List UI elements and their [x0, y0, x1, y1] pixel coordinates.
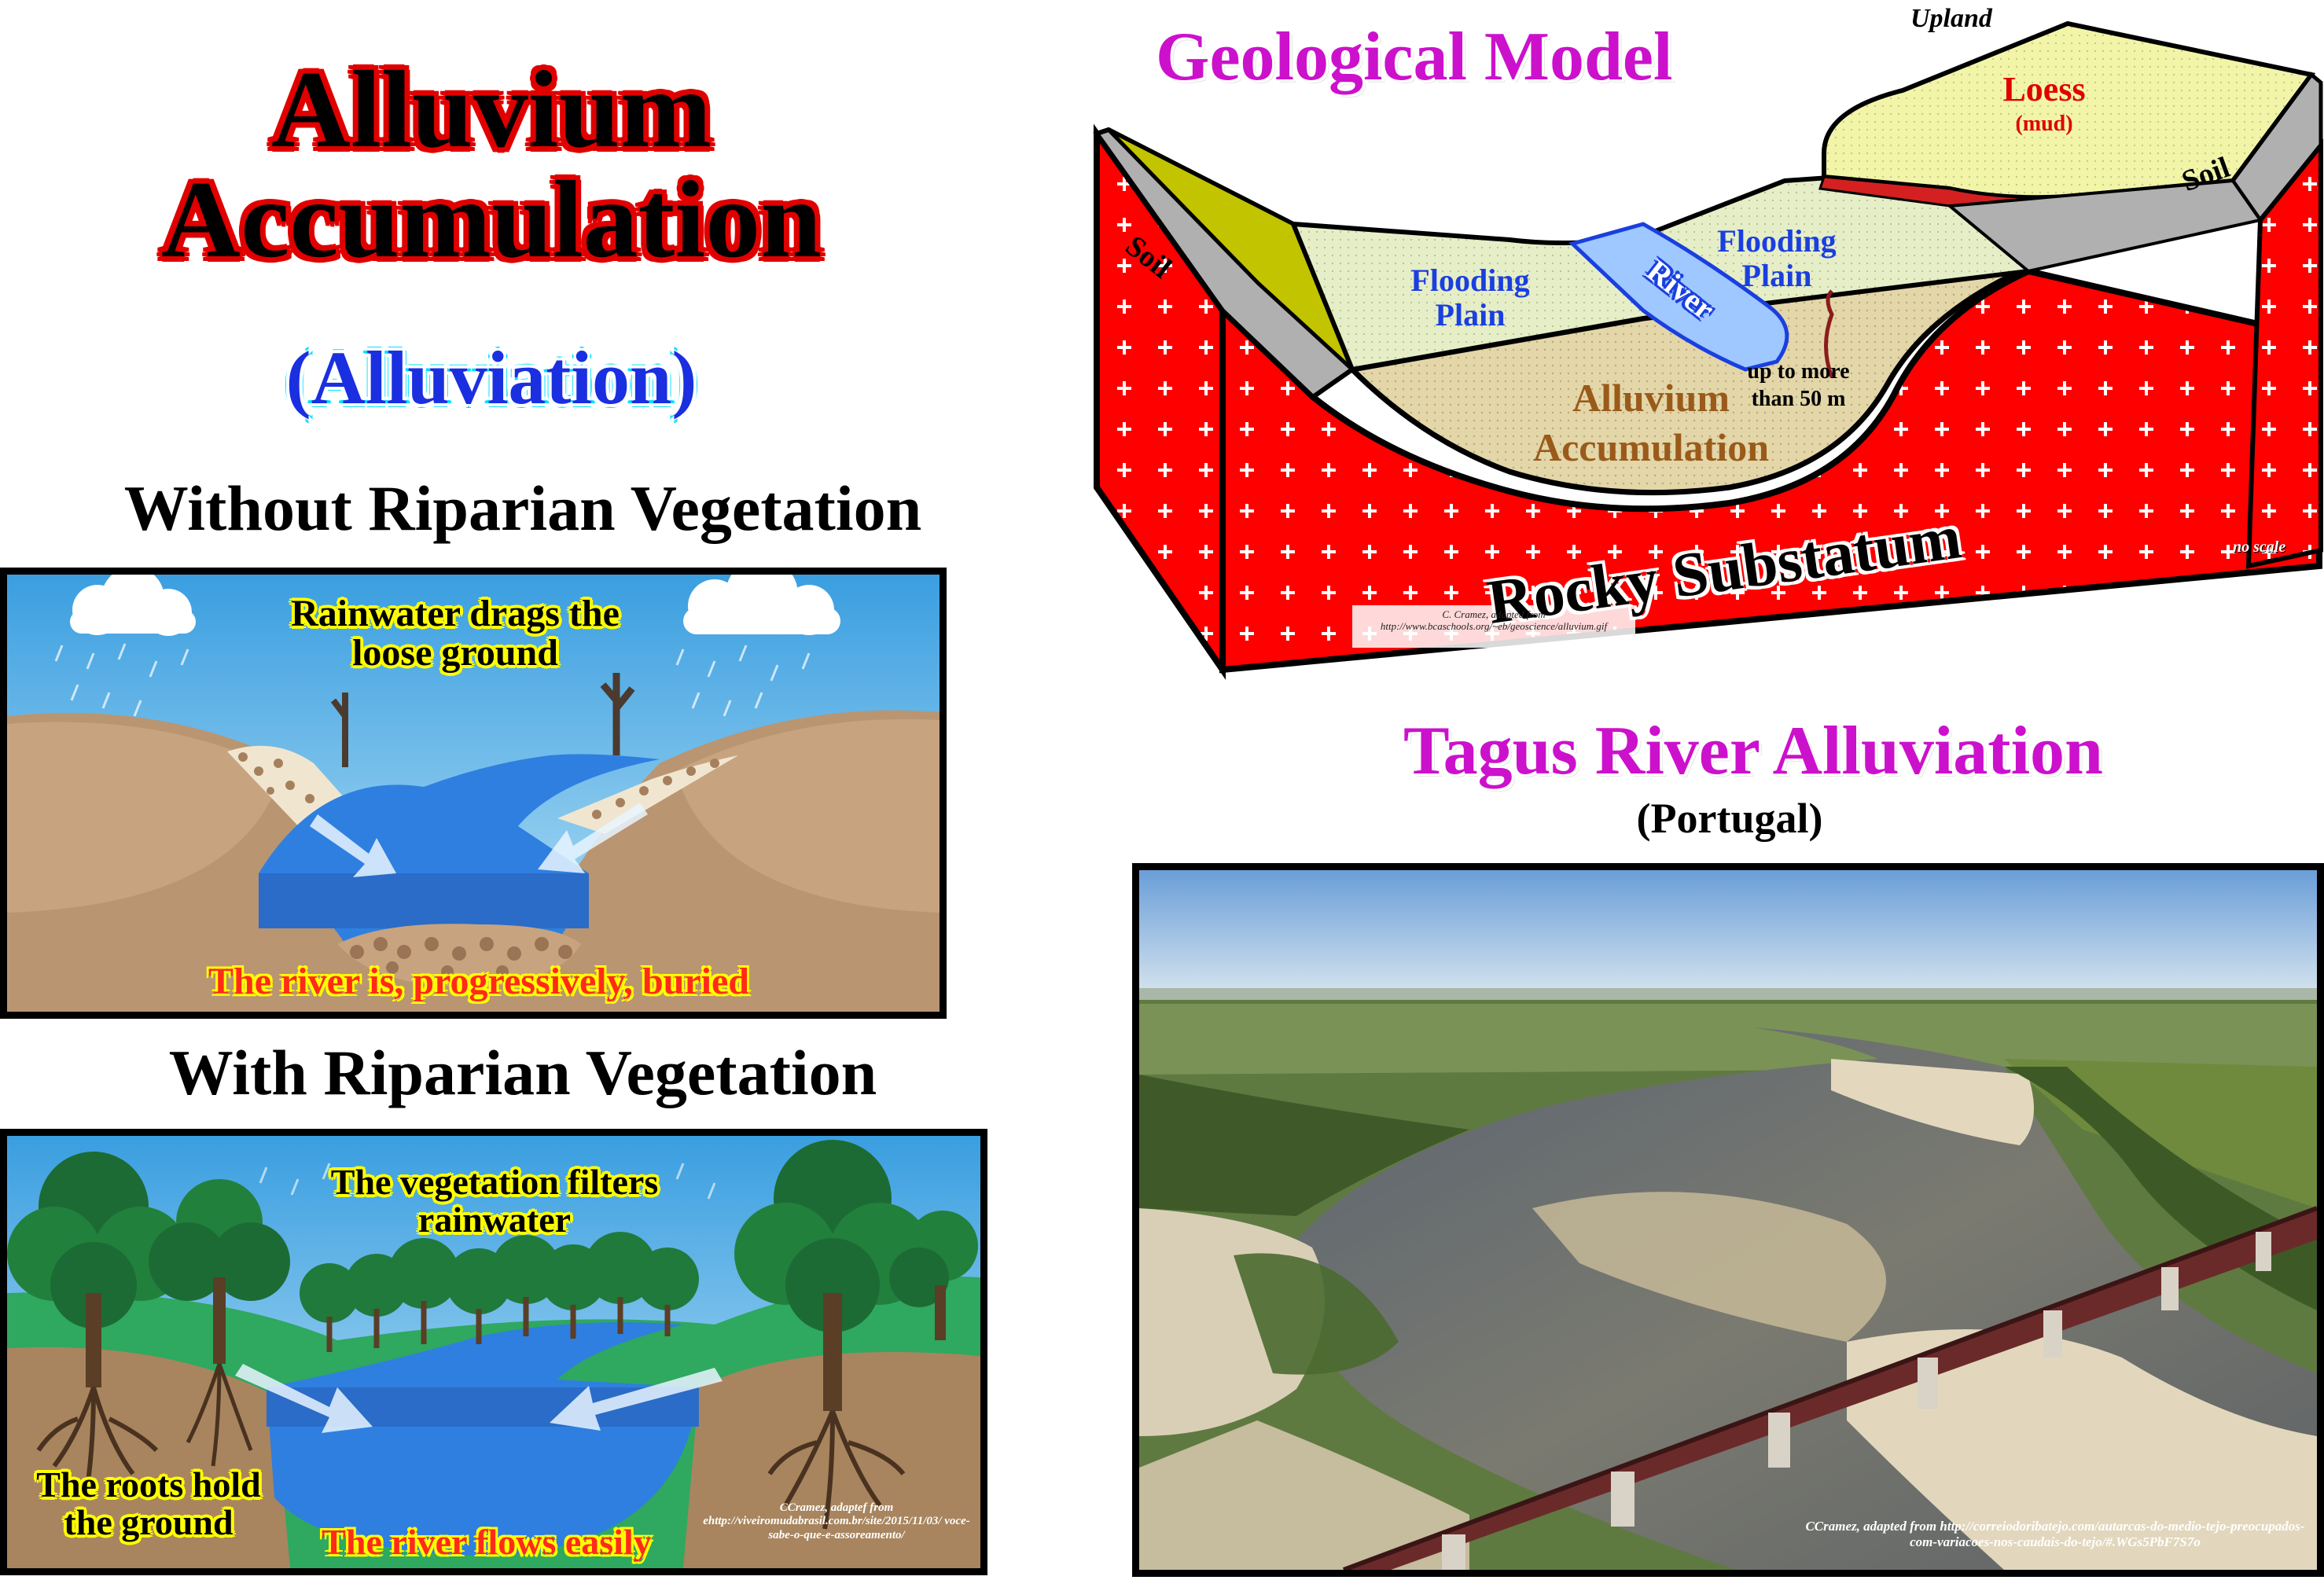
- geo-model-diagram: Upland Loess (mud) Soil Soil Flooding Pl…: [1022, 0, 2324, 684]
- river-channel: [1568, 222, 1789, 372]
- geo-credit-box: [1352, 605, 1635, 648]
- dead-tree-right: [600, 673, 635, 755]
- right-face-substratum: [2245, 138, 2323, 569]
- runoff-arrow-right: [538, 803, 648, 873]
- tagus-heading: Tagus River Alluviation: [1403, 713, 2103, 789]
- main-title: Alluvium Accumulation: [47, 55, 936, 275]
- geo-credit: C. Cramez, adapted from http://www.bcasc…: [1380, 608, 1608, 632]
- depth-label: up to more than 50 m: [1747, 359, 1850, 411]
- land-left-layer: [7, 722, 282, 913]
- main-subtitle: (Alluviation): [285, 336, 697, 420]
- runoff-arrow-left: [310, 814, 396, 877]
- no-scale-label: no scale: [2233, 538, 2286, 556]
- tree-far-right: [889, 1211, 978, 1340]
- right-soil-front: [1945, 178, 2263, 274]
- with-vegetation-heading: With Riparian Vegetation: [168, 1037, 877, 1108]
- sandbar-upper: [1831, 1059, 2034, 1145]
- front-face-substratum: [1219, 267, 2322, 674]
- tagus-photo-panel: CCramez, adapted from http://correiodori…: [1132, 863, 2324, 1577]
- geo-model-svg: [1093, 20, 2323, 680]
- sand-lower-left: [1139, 1420, 1469, 1570]
- tagus-subheading: (Portugal): [1636, 795, 1823, 842]
- depth-brace: [1824, 289, 1834, 378]
- rain-streaks: [259, 1163, 716, 1200]
- without-caption-top: Rainwater drags the loose ground: [291, 593, 620, 674]
- with-caption-bottom: The river flows easily: [322, 1522, 652, 1562]
- tree-row-trunks: [326, 1297, 671, 1352]
- flooding-plain-left-label: Flooding Plain: [1410, 263, 1530, 333]
- with-caption-roots: The roots hold the ground: [36, 1464, 261, 1543]
- alluvium-label: Alluvium Accumulation: [1533, 376, 1769, 469]
- sky: [1139, 870, 2317, 996]
- upland-label: Upland: [1910, 4, 1992, 33]
- river-water: [259, 754, 660, 987]
- filtered-arrow-right: [550, 1368, 723, 1431]
- river-water: [267, 1322, 699, 1556]
- with-vegetation-panel: The vegetation filters rainwater The roo…: [0, 1129, 987, 1575]
- tree-mid-left: [149, 1179, 290, 1364]
- loess-label: Loess: [2002, 70, 2086, 108]
- flooding-plain-right-label: Flooding Plain: [1717, 223, 1837, 293]
- cloud-left: [70, 575, 196, 636]
- geo-model-heading: Geological Model: [1156, 19, 1673, 95]
- roots-right: [767, 1409, 906, 1530]
- without-vegetation-panel: Rainwater drags the loose ground The riv…: [0, 568, 947, 1019]
- tagus-photo-credit: CCramez, adapted from http://correiodori…: [1805, 1519, 2305, 1549]
- far-fields: [1139, 1004, 2317, 1075]
- tagus-aerial-photo: [1139, 870, 2317, 1570]
- vegetation-left: [1139, 1075, 1469, 1216]
- bridge-piers: [1442, 1232, 2271, 1570]
- with-panel-credit: CCramez, adaptef from ehttp://viveiromud…: [703, 1501, 970, 1541]
- without-caption-bottom: The river is, progressively, buried: [208, 961, 749, 1002]
- alluvium-body: [1346, 268, 2022, 496]
- land-right-layer: [675, 718, 940, 913]
- filtered-arrow-left: [235, 1364, 373, 1433]
- sandbar-lower-right: [1847, 1329, 2317, 1570]
- tree-cluster: [1234, 1253, 1399, 1375]
- tree-row-background: [300, 1232, 699, 1323]
- dead-tree-left: [330, 693, 348, 767]
- main-title-line2: Accumulation: [161, 159, 822, 281]
- loess-sub-label: (mud): [2015, 112, 2073, 136]
- with-caption-top: The vegetation filters rainwater: [330, 1162, 659, 1240]
- without-vegetation-heading: Without Riparian Vegetation: [123, 472, 922, 544]
- river-deep: [259, 873, 589, 928]
- rain-streaks: [54, 643, 811, 717]
- roots-left: [36, 1387, 159, 1498]
- with-vegetation-illustration: [7, 1136, 980, 1568]
- roots-mid-left: [186, 1363, 253, 1467]
- without-vegetation-illustration: [7, 575, 940, 1012]
- bridge-rail: [1342, 1206, 2317, 1570]
- sandbar-middle: [1532, 1192, 1886, 1342]
- cloud-right: [683, 575, 840, 635]
- main-title-line1: Alluvium: [270, 49, 712, 171]
